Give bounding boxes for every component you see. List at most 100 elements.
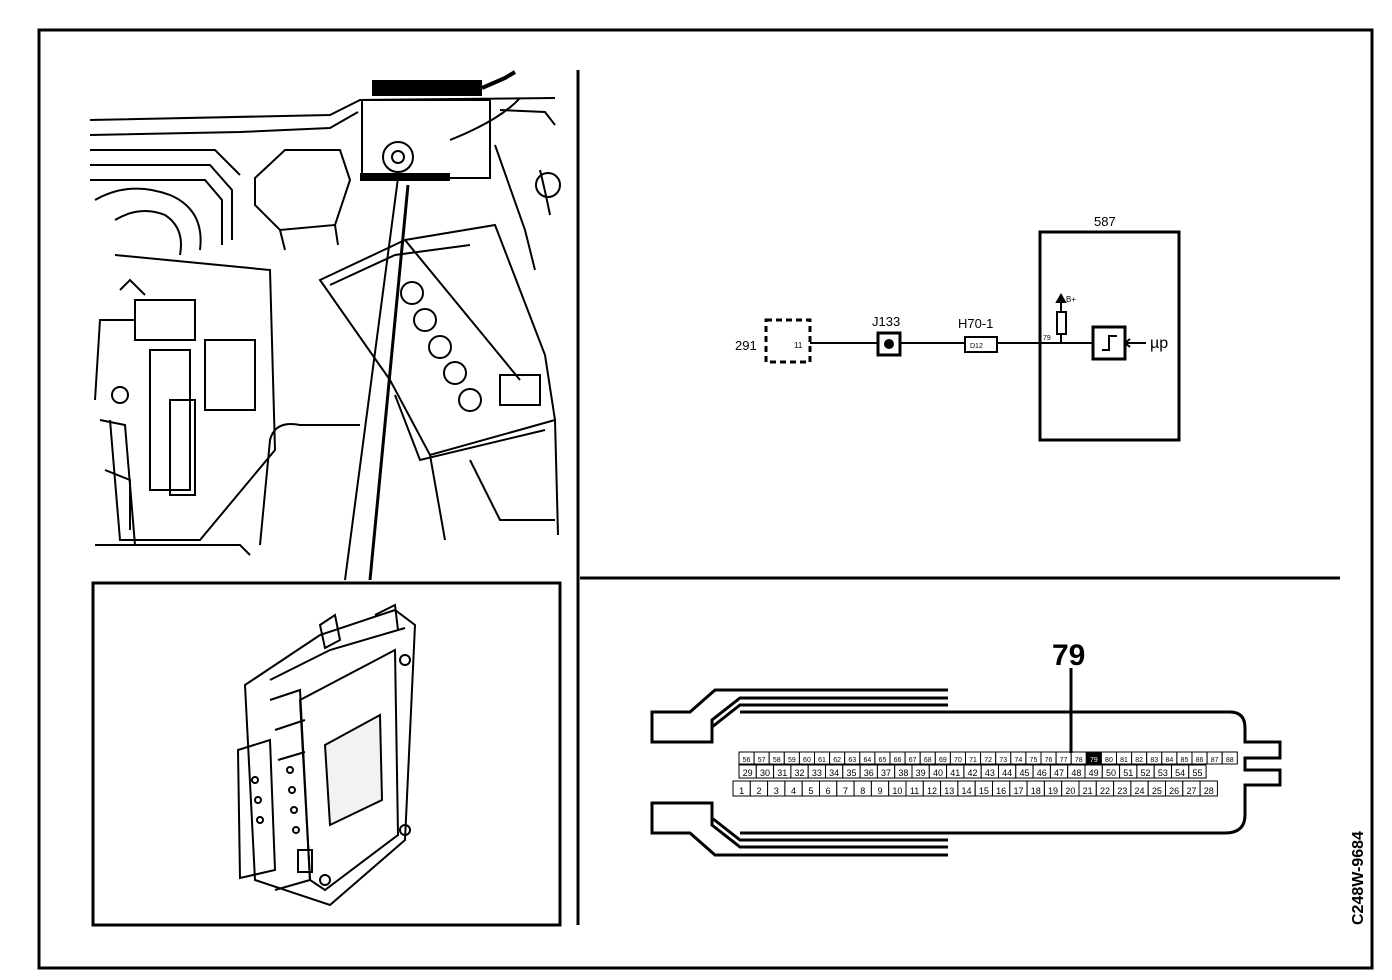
- connector-H70-box: [964, 336, 998, 353]
- pin-label-68: 68: [924, 757, 932, 764]
- pin-label-67: 67: [909, 757, 917, 764]
- pin-label-87: 87: [1211, 757, 1219, 764]
- pin-label-60: 60: [803, 757, 811, 764]
- pin-cell-28: [1199, 780, 1218, 797]
- pin-label-80: 80: [1105, 757, 1113, 764]
- pin-label-44: 44: [1002, 768, 1012, 778]
- pin-label-4: 4: [791, 786, 796, 796]
- pin-label-19: 19: [1048, 786, 1058, 796]
- pin-label-88: 88: [1226, 757, 1234, 764]
- ecu-587-box: [1038, 230, 1181, 442]
- pin-label-57: 57: [758, 757, 766, 764]
- pin-label-13: 13: [944, 786, 954, 796]
- pin-label-75: 75: [1030, 757, 1038, 764]
- pin-label-72: 72: [984, 757, 992, 764]
- pin-label-81: 81: [1120, 757, 1128, 764]
- pin-label-84: 84: [1165, 757, 1173, 764]
- pin-label-64: 64: [863, 757, 871, 764]
- pin-label-73: 73: [999, 757, 1007, 764]
- pin-label-15: 15: [979, 786, 989, 796]
- pin-label-32: 32: [795, 768, 805, 778]
- pin-label-24: 24: [1135, 786, 1145, 796]
- pin-label-10: 10: [892, 786, 902, 796]
- pin-label-66: 66: [894, 757, 902, 764]
- pin-label-61: 61: [818, 757, 826, 764]
- pin-label-54: 54: [1175, 768, 1185, 778]
- pin-label-77: 77: [1060, 757, 1068, 764]
- pin-label-65: 65: [879, 757, 887, 764]
- connector-outline: [650, 688, 1282, 857]
- pin-label-25: 25: [1152, 786, 1162, 796]
- pin-label-3: 3: [774, 786, 779, 796]
- pin-label-38: 38: [898, 768, 908, 778]
- pin-label-1: 1: [739, 786, 744, 796]
- pin-label-2: 2: [756, 786, 761, 796]
- pin-label-26: 26: [1169, 786, 1179, 796]
- label-291: 291: [735, 338, 757, 353]
- pin-label-42: 42: [968, 768, 978, 778]
- pin-label-33: 33: [812, 768, 822, 778]
- pin-label-59: 59: [788, 757, 796, 764]
- pin-label-12: 12: [927, 786, 937, 796]
- pin-label-9: 9: [878, 786, 883, 796]
- pin-label-40: 40: [933, 768, 943, 778]
- pin-label-34: 34: [829, 768, 839, 778]
- pin-label-37: 37: [881, 768, 891, 778]
- pin-label-76: 76: [1045, 757, 1053, 764]
- pin-label-51: 51: [1123, 768, 1133, 778]
- pin-label-8: 8: [860, 786, 865, 796]
- pin-label-70: 70: [954, 757, 962, 764]
- label-supply: B+: [1066, 295, 1076, 304]
- ecu-inset-frame: [91, 581, 562, 927]
- label-H70-pin: D12: [970, 343, 983, 350]
- pin-label-23: 23: [1117, 786, 1127, 796]
- pin-label-63: 63: [848, 757, 856, 764]
- pin-label-47: 47: [1054, 768, 1064, 778]
- pin-label-20: 20: [1065, 786, 1075, 796]
- pin-cell-55: [1188, 764, 1207, 779]
- pin-label-18: 18: [1031, 786, 1041, 796]
- pin-label-86: 86: [1196, 757, 1204, 764]
- pin-label-78: 78: [1075, 757, 1083, 764]
- engine-bay-illustration: [89, 70, 561, 581]
- label-ecu-pin-79: 79: [1043, 335, 1051, 342]
- pin-label-46: 46: [1037, 768, 1047, 778]
- pin-label-36: 36: [864, 768, 874, 778]
- pin-label-48: 48: [1071, 768, 1081, 778]
- pullup-resistor: [1056, 311, 1067, 335]
- pin-label-55: 55: [1192, 768, 1202, 778]
- pin-label-5: 5: [808, 786, 813, 796]
- pin-label-39: 39: [916, 768, 926, 778]
- pin-label-35: 35: [846, 768, 856, 778]
- figure-code: C248W-9684: [1350, 831, 1367, 925]
- label-291-pin: 11: [794, 341, 803, 350]
- pin-label-53: 53: [1158, 768, 1168, 778]
- pin-label-82: 82: [1135, 757, 1143, 764]
- pin-label-74: 74: [1014, 757, 1022, 764]
- pin-label-29: 29: [743, 768, 753, 778]
- pin-label-43: 43: [985, 768, 995, 778]
- pin-cell-88: [1221, 751, 1238, 765]
- outer-frame: [37, 28, 1374, 970]
- pin-label-83: 83: [1150, 757, 1158, 764]
- pin-label-56: 56: [743, 757, 751, 764]
- pin-label-30: 30: [760, 768, 770, 778]
- label-microprocessor: µp: [1150, 335, 1168, 352]
- pin-label-31: 31: [777, 768, 787, 778]
- pin-label-45: 45: [1019, 768, 1029, 778]
- connector-291-box: [764, 318, 812, 364]
- label-587: 587: [1094, 214, 1116, 229]
- pin-label-52: 52: [1141, 768, 1151, 778]
- pin-79-callout: 79: [1052, 639, 1085, 672]
- pin-label-14: 14: [962, 786, 972, 796]
- pin-label-11: 11: [910, 786, 919, 796]
- pin-label-58: 58: [773, 757, 781, 764]
- wiring-schematic: [764, 230, 1181, 442]
- pin-label-41: 41: [950, 768, 960, 778]
- pin-label-27: 27: [1186, 786, 1196, 796]
- pin-label-50: 50: [1106, 768, 1116, 778]
- label-H70-1: H70-1: [958, 316, 993, 331]
- pin-label-62: 62: [833, 757, 841, 764]
